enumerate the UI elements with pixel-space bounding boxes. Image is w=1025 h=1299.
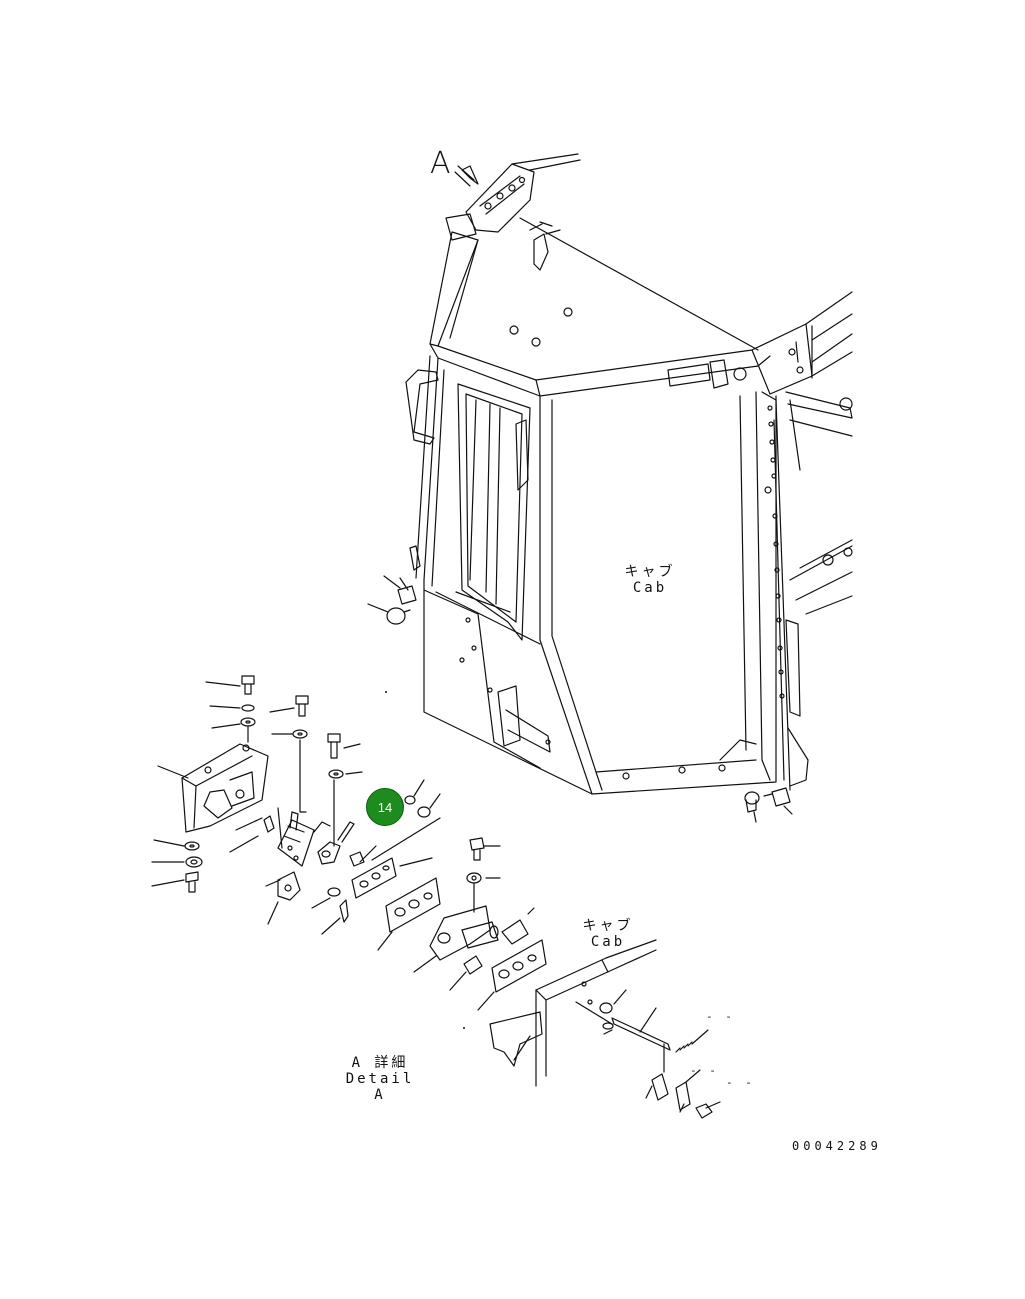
bolt-stack-left	[205, 675, 256, 743]
view-arrow-icon	[454, 165, 479, 187]
bolt-stack-mid	[269, 695, 309, 813]
dash-mark: - -	[726, 1076, 755, 1089]
cover-bracket	[157, 743, 269, 833]
detail-a-label-en: Detail A	[345, 1071, 415, 1103]
door-frame	[539, 391, 809, 795]
bolt-stack-right	[327, 733, 363, 847]
document-number: 00042289	[792, 1139, 882, 1153]
view-a-label: A	[430, 146, 451, 181]
cab-label-main-en: Cab	[632, 580, 668, 596]
dash-mark: - -	[690, 1064, 719, 1077]
cab-label-main: キャブ Cab	[620, 564, 680, 596]
top-hinge	[445, 153, 581, 271]
detail-a-label: A 詳細 Detail A	[340, 1055, 420, 1103]
cab-label-detail-jp: キャブ	[582, 918, 634, 934]
detail-a-label-jp: A 詳細	[351, 1055, 409, 1071]
cab-roof	[429, 231, 771, 397]
shim-plate-1	[351, 857, 433, 899]
cab-door	[405, 355, 593, 795]
guide-line	[519, 217, 759, 351]
latch-assembly	[229, 807, 355, 925]
striker-bracket	[413, 837, 535, 991]
cab-label-detail: キャブ Cab	[578, 918, 638, 950]
rod-spring	[599, 989, 721, 1119]
dash-mark: - -	[706, 1010, 735, 1023]
bottom-right-bolts	[744, 787, 793, 823]
washer-set	[311, 779, 441, 935]
bolt-stack-lower-left	[151, 839, 203, 893]
dot-marks	[385, 691, 465, 1029]
door-stop-parts	[367, 575, 417, 625]
cab-right-frame	[751, 291, 853, 615]
shim-plate-3	[477, 939, 547, 1011]
cab-label-main-jp: キャブ	[624, 564, 676, 580]
part-callout-14[interactable]: 14	[366, 788, 404, 826]
detail-cab-corner	[489, 939, 657, 1087]
shim-plate-2	[377, 877, 441, 951]
cab-label-detail-en: Cab	[590, 934, 626, 950]
